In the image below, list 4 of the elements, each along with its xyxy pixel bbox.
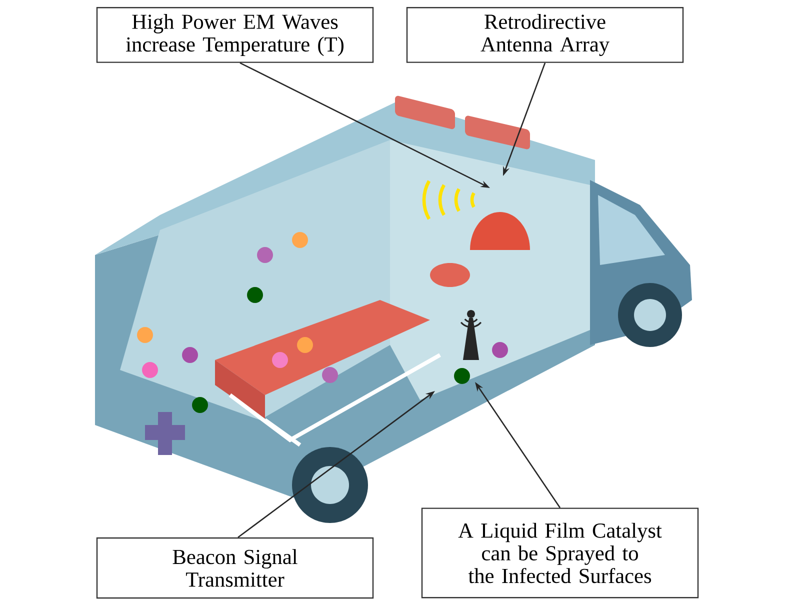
callout-box: Beacon Signal Transmitter <box>96 537 374 599</box>
callout-box: High Power EM Waves increase Temperature (T) <box>96 7 374 63</box>
callout-box: A Liquid Film Catalyst can be Sprayed to the Infected Surfaces <box>421 508 699 598</box>
callout-box: Retrodirective Antenna Array <box>406 7 684 63</box>
